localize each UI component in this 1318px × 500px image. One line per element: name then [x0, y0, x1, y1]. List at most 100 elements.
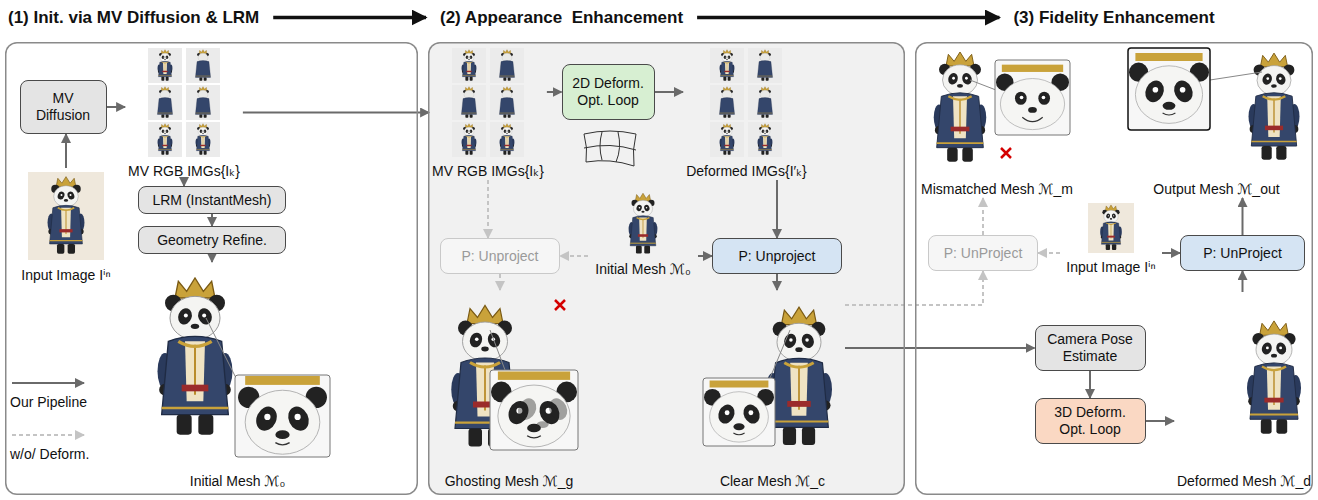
- flow-arrow: [845, 347, 1035, 349]
- process-box: P: UnProject: [1180, 235, 1305, 271]
- panel-ground: [428, 42, 905, 495]
- deform-grid-icon: [584, 131, 636, 166]
- mv-image-grid-part: [710, 48, 782, 157]
- connector-group: [66, 18, 1243, 422]
- flow-arrow: [655, 91, 684, 93]
- image-caption: Mismatched Mesh ℳ_m: [921, 181, 1073, 199]
- legend-sample: [10, 428, 88, 442]
- fail-cross: [555, 148, 1011, 310]
- legend-item: Our Pipeline: [10, 376, 88, 410]
- image-node: Input Image Iⁱⁿ: [18, 168, 114, 284]
- flow-arrow: [1089, 371, 1091, 398]
- box-label: Geometry Refine.: [157, 232, 267, 249]
- flow-arrow: [697, 16, 999, 20]
- flow-arrow: [845, 271, 983, 305]
- stage-panel: (1) Init. via MV Diffusion & LRMMV Diffu…: [5, 42, 418, 495]
- image-node: MV RGB IMGs{Iₖ}: [125, 45, 243, 180]
- process-box: P: Unproject: [440, 238, 560, 274]
- image-caption: Deformed IMGs{I′ₖ}: [686, 163, 807, 181]
- mesh-render-part: [1249, 53, 1300, 160]
- input-image-part: [28, 172, 104, 260]
- flow-arrow: [698, 255, 712, 257]
- flow-arrow: [1038, 252, 1060, 254]
- flow-arrow: [776, 180, 778, 238]
- flow-arrow: [211, 214, 213, 226]
- zoom-inset-part: [703, 378, 775, 446]
- input-image-part: [1100, 205, 1122, 250]
- image-caption: Initial Mesh ℳ₀: [595, 261, 690, 279]
- image-caption: Input Image Iⁱⁿ: [21, 267, 110, 285]
- panel-heading: (2) Appearance Enhancement: [440, 8, 683, 27]
- panel-heading: (3) Fidelity Enhancement: [1013, 8, 1214, 27]
- flow-arrow: [65, 134, 67, 168]
- flow-arrow: [1242, 198, 1244, 235]
- mesh-render-part: [934, 52, 987, 162]
- flow-arrow: [776, 274, 778, 290]
- box-label: 3D Deform. Opt. Loop: [1042, 404, 1139, 438]
- zoom-inset-part: [996, 65, 1069, 131]
- mesh-render-part: [1247, 321, 1301, 434]
- mv-image-grid-part: [148, 48, 220, 157]
- mesh-render-part: [629, 193, 658, 253]
- zoom-inset: [235, 48, 1210, 457]
- deform-grid-icon-part: [584, 132, 636, 166]
- leader-line-part: [206, 318, 236, 378]
- image-caption: Output Mesh ℳ_out: [1153, 181, 1279, 199]
- flow-arrow: [243, 112, 429, 114]
- legend-arrow: [12, 434, 84, 436]
- mesh-render-part: [766, 307, 832, 445]
- process-box: Geometry Refine.: [138, 226, 286, 254]
- process-box: LRM (InstantMesh): [138, 186, 286, 214]
- zoom-inset-part: [238, 376, 327, 456]
- zoom-inset-part: [704, 381, 774, 444]
- zoom-inset-part: [1129, 53, 1209, 125]
- flow-arrow: [487, 180, 489, 238]
- flow-arrow: [1242, 271, 1244, 292]
- image-node: MV RGB IMGs{Iₖ}: [429, 45, 547, 180]
- zoom-inset-part: [235, 375, 330, 457]
- box-label: 2D Deform. Opt. Loop: [569, 75, 648, 109]
- image-caption: Clear Mesh ℳ_c: [720, 473, 825, 491]
- process-box: MV Diffusion: [20, 80, 107, 134]
- flow-arrow: [107, 106, 126, 108]
- zoom-inset-part: [995, 60, 1070, 135]
- box-label: LRM (InstantMesh): [152, 192, 271, 209]
- zoom-inset-part: [1128, 48, 1210, 130]
- image-node: Initial Mesh ℳ₀: [588, 190, 698, 278]
- panel-heading: (1) Init. via MV Diffusion & LRM: [8, 8, 259, 27]
- stage-panel: (2) Appearance EnhancementMV RGB IMGs{Iₖ…: [428, 42, 905, 495]
- image-node: Clear Mesh ℳ_c: [700, 290, 845, 490]
- process-box: 3D Deform. Opt. Loop: [1035, 398, 1146, 444]
- flow-arrow: [1146, 420, 1174, 422]
- process-box: Camera Pose Estimate: [1035, 325, 1146, 371]
- image-node: Output Mesh ℳ_out: [1125, 42, 1308, 198]
- image-caption: Input Image Iⁱⁿ: [1066, 259, 1155, 277]
- deform-grid-icon-part: [584, 131, 636, 166]
- image-node: Deformed Mesh ℳ_d: [1174, 292, 1314, 490]
- stage-panel: (3) Fidelity EnhancementMismatched Mesh …: [915, 42, 1313, 495]
- box-label: P: Unproject: [461, 248, 538, 265]
- flow-arrow: [273, 16, 426, 20]
- flow-arrow: [1162, 252, 1180, 254]
- leader-line-part: [970, 80, 996, 90]
- process-box: 2D Deform. Opt. Loop: [562, 64, 655, 120]
- flow-arrow: [982, 198, 984, 235]
- box-label: Camera Pose Estimate: [1042, 331, 1139, 365]
- image-caption: Initial Mesh ℳ₀: [190, 473, 285, 491]
- legend-item: w/o/ Deform.: [10, 428, 89, 462]
- zoom-inset-part: [490, 370, 578, 450]
- process-box: P: Unproject: [712, 238, 842, 274]
- process-box: P: UnProject: [928, 235, 1038, 271]
- legend-sample: [10, 376, 88, 390]
- flow-arrow: [499, 274, 501, 290]
- image-node: Mismatched Mesh ℳ_m: [918, 45, 1076, 198]
- image-caption: Deformed Mesh ℳ_d: [1177, 473, 1311, 491]
- zoom-inset-part: [491, 371, 577, 448]
- image-node: Initial Mesh ℳ₀: [140, 262, 335, 490]
- box-label: P: UnProject: [944, 245, 1023, 262]
- legend-label: w/o/ Deform.: [10, 446, 89, 462]
- leader-line: [206, 72, 1262, 378]
- image-node: Input Image Iⁱⁿ: [1060, 200, 1162, 276]
- leader-line-part: [770, 330, 790, 378]
